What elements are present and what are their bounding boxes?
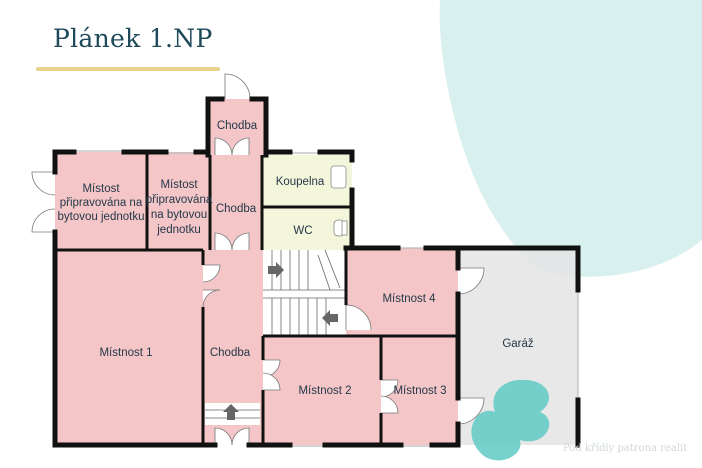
label-mistnost-1: Místnost 1	[99, 347, 152, 359]
walls	[52, 96, 581, 448]
stairs-arrow-icon	[223, 262, 338, 420]
page-title: Plánek 1.NP	[53, 24, 213, 53]
label-mistnost-4: Místnost 4	[382, 293, 436, 305]
bathroom-fixtures	[330, 165, 348, 237]
label-chodba-top: Chodba	[217, 120, 258, 132]
label-garaz: Garáž	[502, 338, 534, 350]
room-mistnost-2	[263, 336, 381, 445]
watermark-text: Pod křídly patrona realit	[563, 443, 688, 454]
label-mistost-left-1: Místost	[82, 183, 120, 195]
title-underline	[36, 67, 220, 71]
room-mistnost-1	[55, 250, 203, 445]
logo-mark-icon	[471, 379, 550, 461]
room-labels: Chodba Místost připravována na bytovou j…	[58, 120, 534, 397]
label-wc: WC	[293, 225, 312, 237]
label-mistnost-3: Místnost 3	[393, 385, 446, 397]
label-mistost-mid-2: připravována	[146, 194, 213, 206]
label-mistost-left-3: bytovou jednotku	[58, 211, 145, 223]
doors	[31, 73, 485, 446]
inner-walls	[55, 152, 458, 445]
teal-leaf-shape	[439, 0, 702, 277]
label-mistnost-2: Místnost 2	[298, 385, 351, 397]
room-mistost-left	[55, 152, 147, 250]
label-mistost-mid-1: Místost	[160, 179, 198, 191]
label-koupelna: Koupelna	[276, 176, 325, 188]
label-mistost-left-2: připravována na	[60, 197, 143, 209]
label-chodba-main: Chodba	[210, 347, 251, 359]
label-chodba-mid: Chodba	[216, 203, 257, 215]
label-mistost-mid-4: jednotku	[156, 224, 200, 236]
room-mistost-mid	[147, 152, 210, 250]
label-mistost-mid-3: na bytovou	[151, 209, 207, 221]
